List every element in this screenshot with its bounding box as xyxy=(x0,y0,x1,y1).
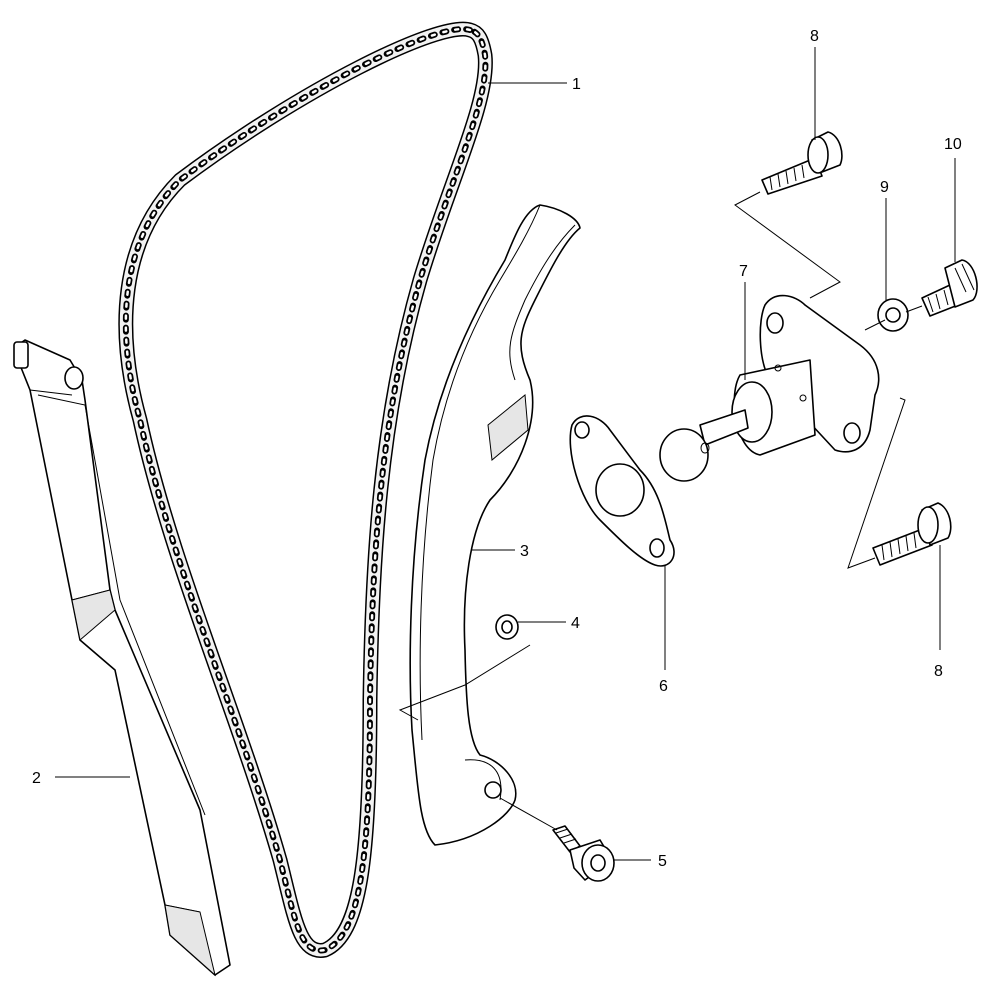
callout-5: 5 xyxy=(658,853,667,870)
callout-2: 2 xyxy=(32,770,41,787)
callout-6: 6 xyxy=(659,678,668,695)
timing-chain xyxy=(118,21,493,958)
chain-guide-left xyxy=(13,339,231,977)
callout-1: 1 xyxy=(572,76,581,93)
pivot-bolt-5 xyxy=(552,825,615,882)
bolt-8-bottom xyxy=(872,502,952,566)
callout-8-bottom: 8 xyxy=(934,663,943,680)
callout-10: 10 xyxy=(944,136,962,153)
washer-9 xyxy=(877,298,909,332)
callout-7: 7 xyxy=(739,263,748,280)
gasket-6 xyxy=(569,415,675,567)
callout-leaders xyxy=(55,47,956,861)
bolt-10 xyxy=(921,259,978,317)
bolt-8-top xyxy=(761,131,843,195)
callout-labels: 1 2 3 4 5 6 7 8 8 9 10 xyxy=(32,28,962,870)
callout-9: 9 xyxy=(880,179,889,196)
washer-4 xyxy=(495,614,519,640)
assembly-lines xyxy=(398,191,923,831)
callout-3: 3 xyxy=(520,543,529,560)
callout-4: 4 xyxy=(571,615,580,632)
callout-8-top: 8 xyxy=(810,28,819,45)
tensioner-guide xyxy=(409,204,581,846)
tensioner-7 xyxy=(659,294,880,482)
